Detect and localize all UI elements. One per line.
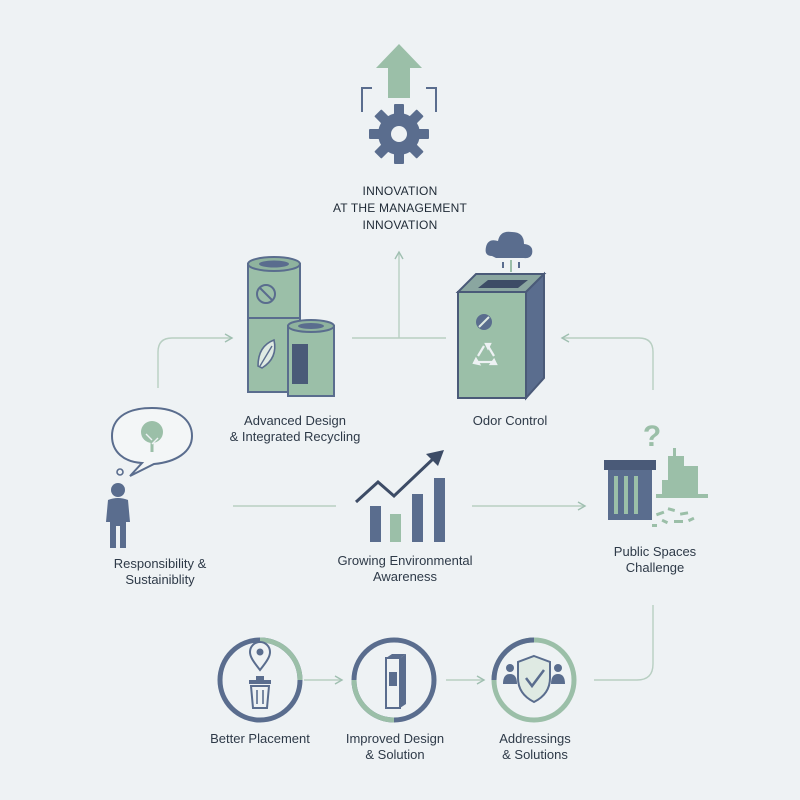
improved-design-node (351, 637, 437, 723)
recycle-bin-icon (455, 271, 547, 401)
overflowing-bin-icon (604, 460, 656, 520)
responsibility-label: Responsibility & Sustainiblity (80, 556, 240, 588)
public-spaces-label: Public Spaces Challenge (585, 544, 725, 576)
cloud-icon (485, 231, 533, 272)
innovation-label: INNOVATION AT THE MANAGEMENT INNOVATION (300, 183, 500, 234)
public-spaces-line-2: Challenge (625, 560, 685, 575)
bracket-left (361, 87, 372, 112)
advanced-design-label: Advanced Design & Integrated Recycling (200, 413, 390, 445)
odor-control-line-1: Odor Control (472, 413, 548, 428)
scattered-litter (652, 507, 695, 527)
innovation-line-2: AT THE MANAGEMENT (332, 201, 468, 215)
innovation-line-3: INNOVATION (362, 218, 438, 232)
better-placement-node (217, 637, 303, 723)
kiosk-icon (385, 654, 406, 709)
growth-chart-icon (354, 450, 445, 542)
public-spaces-node: ? (604, 420, 708, 527)
leaf-icon (257, 338, 276, 369)
awareness-line-1: Growing Environmental (337, 553, 473, 568)
people-icon (503, 664, 565, 684)
recycle-icon (472, 342, 498, 366)
responsibility-node (106, 406, 194, 548)
location-bin-icon (248, 641, 272, 709)
gear-icon (369, 104, 429, 164)
connector-public-down (594, 605, 654, 681)
improved-design-line-1: Improved Design (345, 731, 445, 746)
connector-public-to-odor (560, 333, 654, 390)
smart-bin-icon (247, 256, 335, 397)
connector-responsibility-to-design (157, 333, 234, 388)
shield-check-icon (517, 654, 551, 704)
tree-speech-bubble-icon (110, 406, 194, 477)
odor-control-label: Odor Control (440, 413, 580, 429)
awareness-label: Growing Environmental Awareness (310, 553, 500, 585)
connectors (157, 250, 654, 685)
awareness-line-2: Awareness (372, 569, 438, 584)
addressings-label: Addressings & Solutions (470, 731, 600, 763)
city-buildings-icon (656, 448, 708, 498)
advanced-design-line-1: Advanced Design (244, 413, 346, 428)
improved-design-label: Improved Design & Solution (330, 731, 460, 763)
up-arrow-icon (376, 44, 422, 98)
better-placement-line-1: Better Placement (210, 731, 310, 746)
svg-text:?: ? (643, 420, 661, 453)
odor-control-node (455, 231, 547, 401)
responsibility-line-1: Responsibility & (113, 556, 207, 571)
improved-design-line-2: & Solution (365, 747, 425, 762)
question-mark-icon: ? (643, 420, 661, 453)
no-symbol-icon (256, 284, 276, 304)
responsibility-line-2: Sustainiblity (125, 572, 195, 587)
advanced-design-line-2: & Integrated Recycling (229, 429, 361, 444)
addressings-line-1: Addressings (499, 731, 571, 746)
innovation-line-1: INNOVATION (362, 184, 438, 198)
innovation-node (361, 44, 437, 164)
better-placement-label: Better Placement (190, 731, 330, 747)
person-icon (106, 483, 130, 548)
addressings-line-2: & Solutions (502, 747, 568, 762)
public-spaces-line-1: Public Spaces (613, 544, 697, 559)
bracket-right (426, 87, 437, 112)
addressings-node (491, 637, 577, 723)
